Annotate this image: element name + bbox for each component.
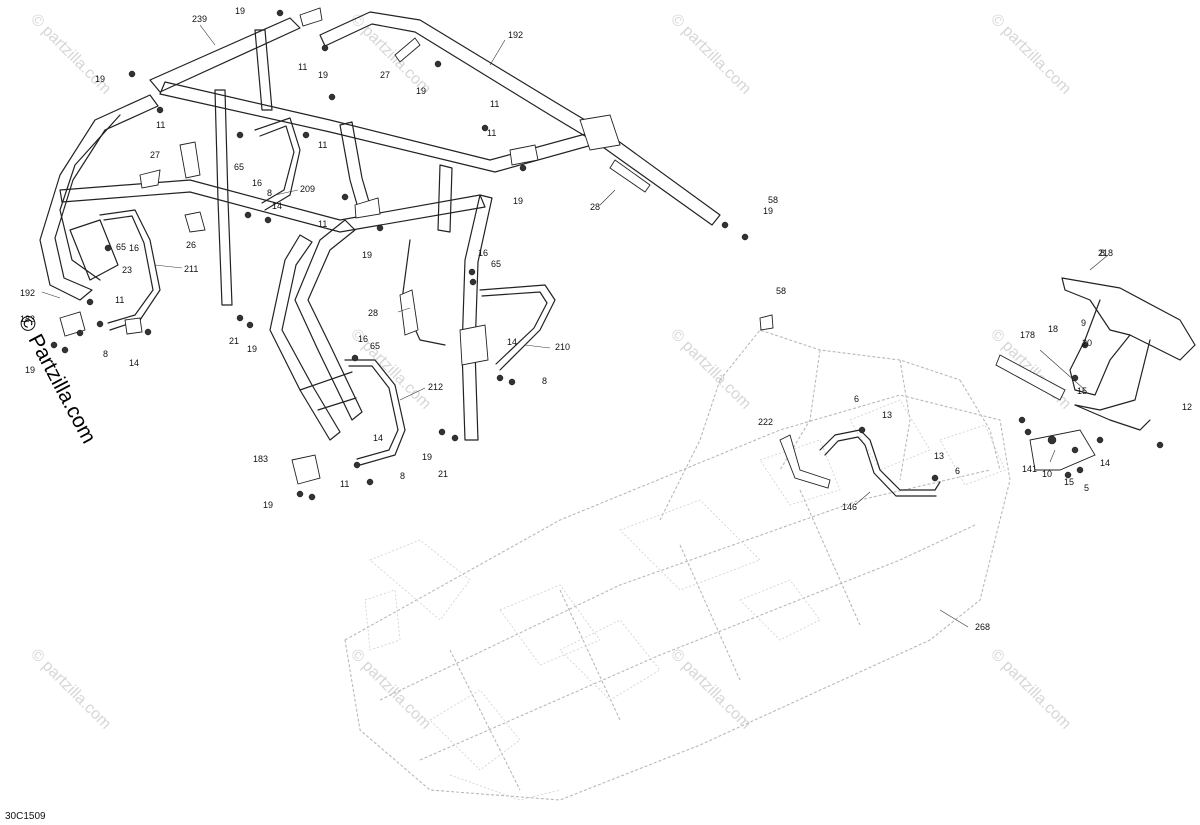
part-label-8: 8 bbox=[267, 188, 272, 198]
part-label-211: 211 bbox=[184, 264, 198, 274]
part-label-15: 15 bbox=[1064, 477, 1074, 487]
part-label-13: 13 bbox=[882, 410, 892, 420]
part-label-26: 26 bbox=[186, 240, 196, 250]
part-label-19: 19 bbox=[25, 365, 35, 375]
part-label-183: 183 bbox=[20, 314, 35, 324]
watermark: © partzilla.com bbox=[27, 11, 114, 98]
part-label-141: 141 bbox=[1022, 464, 1037, 474]
part-label-16: 16 bbox=[252, 178, 262, 188]
part-label-5: 5 bbox=[1084, 483, 1089, 493]
watermark: © partzilla.com bbox=[987, 11, 1074, 98]
part-label-19: 19 bbox=[422, 452, 432, 462]
part-label-21: 21 bbox=[229, 336, 239, 346]
brand-text: © Partzilla.com bbox=[14, 312, 101, 448]
watermark: © partzilla.com bbox=[347, 646, 434, 733]
watermark: © partzilla.com bbox=[667, 326, 754, 413]
watermark: © partzilla.com bbox=[987, 646, 1074, 733]
part-label-19: 19 bbox=[362, 250, 372, 260]
part-label-209: 209 bbox=[300, 184, 315, 194]
part-label-16: 16 bbox=[478, 248, 488, 258]
part-label-19: 19 bbox=[318, 70, 328, 80]
rear-assembly bbox=[759, 277, 1196, 497]
part-label-19: 19 bbox=[235, 6, 245, 16]
part-label-19: 19 bbox=[263, 500, 273, 510]
part-label-11: 11 bbox=[340, 479, 349, 489]
part-label-19: 19 bbox=[95, 74, 105, 84]
part-label-14: 14 bbox=[507, 337, 517, 347]
part-label-8: 8 bbox=[1100, 248, 1105, 258]
part-label-15: 15 bbox=[1077, 386, 1087, 396]
watermark: © partzilla.com bbox=[667, 646, 754, 733]
part-label-65: 65 bbox=[491, 259, 501, 269]
part-label-21: 21 bbox=[438, 469, 448, 479]
part-label-19: 19 bbox=[247, 344, 257, 354]
part-label-178: 178 bbox=[1020, 330, 1035, 340]
part-label-192: 192 bbox=[508, 30, 523, 40]
part-label-14: 14 bbox=[1100, 458, 1110, 468]
part-label-8: 8 bbox=[542, 376, 547, 386]
part-label-183: 183 bbox=[253, 454, 268, 464]
part-label-14: 14 bbox=[129, 358, 139, 368]
part-label-12: 12 bbox=[1182, 402, 1192, 412]
part-label-11: 11 bbox=[490, 99, 499, 109]
part-label-6: 6 bbox=[854, 394, 859, 404]
part-label-11: 11 bbox=[298, 62, 307, 72]
part-label-14: 14 bbox=[272, 201, 282, 211]
part-label-28: 28 bbox=[368, 308, 378, 318]
diagram-code: 30C1509 bbox=[5, 811, 46, 822]
part-label-65: 65 bbox=[116, 242, 126, 252]
leader-lines bbox=[41, 24, 1109, 628]
part-label-222: 222 bbox=[758, 417, 773, 427]
watermark-group: © partzilla.com © partzilla.com © partzi… bbox=[27, 11, 1074, 733]
roll-cage bbox=[39, 7, 721, 441]
part-label-19: 19 bbox=[416, 86, 426, 96]
part-label-239: 239 bbox=[192, 14, 207, 24]
part-label-23: 23 bbox=[122, 265, 132, 275]
watermark: © partzilla.com bbox=[667, 11, 754, 98]
part-label-19: 19 bbox=[513, 196, 523, 206]
part-label-146: 146 bbox=[842, 502, 857, 512]
hardware bbox=[50, 9, 749, 501]
part-label-218: 218 bbox=[1098, 248, 1113, 258]
chassis-frame-ghost bbox=[344, 324, 1011, 801]
part-label-6: 6 bbox=[955, 466, 960, 476]
part-label-8: 8 bbox=[103, 349, 108, 359]
part-label-14: 14 bbox=[373, 433, 383, 443]
part-label-58: 58 bbox=[768, 195, 778, 205]
part-label-268: 268 bbox=[975, 622, 990, 632]
part-label-192: 192 bbox=[20, 288, 35, 298]
part-label-65: 65 bbox=[234, 162, 244, 172]
part-label-16: 16 bbox=[358, 334, 368, 344]
part-label-8: 8 bbox=[400, 471, 405, 481]
watermark: © partzilla.com bbox=[27, 646, 114, 733]
part-label-210: 210 bbox=[555, 342, 570, 352]
part-label-28: 28 bbox=[590, 202, 600, 212]
part-label-11: 11 bbox=[487, 128, 496, 138]
part-labels: 239 192 192 209 210 211 212 218 222 268 … bbox=[20, 6, 1192, 632]
part-label-65: 65 bbox=[370, 341, 380, 351]
part-label-18: 18 bbox=[1048, 324, 1058, 334]
part-label-58: 58 bbox=[776, 286, 786, 296]
watermark: © partzilla.com bbox=[347, 11, 434, 98]
part-label-10: 10 bbox=[1042, 469, 1052, 479]
part-label-212: 212 bbox=[428, 382, 443, 392]
part-label-11: 11 bbox=[318, 140, 327, 150]
part-label-9: 9 bbox=[1081, 318, 1086, 328]
part-label-11: 11 bbox=[115, 295, 124, 305]
part-label-11: 11 bbox=[318, 219, 327, 229]
part-label-27: 27 bbox=[150, 150, 160, 160]
part-label-19: 19 bbox=[763, 206, 773, 216]
part-label-11: 11 bbox=[156, 120, 165, 130]
part-label-27: 27 bbox=[380, 70, 390, 80]
part-label-13: 13 bbox=[934, 451, 944, 461]
part-label-20: 20 bbox=[1082, 338, 1092, 348]
part-label-16: 16 bbox=[129, 243, 139, 253]
